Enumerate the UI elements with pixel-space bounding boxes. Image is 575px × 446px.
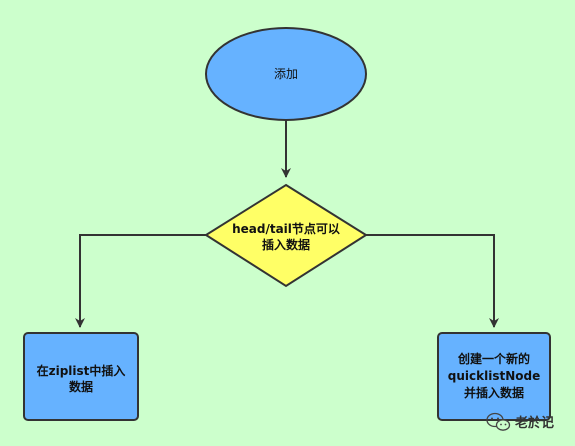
left-node-label-line2: 数据 xyxy=(69,379,93,394)
left-node-label-line1: 在ziplist中插入 xyxy=(37,363,126,378)
decision-node-label-line1: head/tail节点可以 xyxy=(232,221,340,236)
right-node-label-line1: 创建一个新的 xyxy=(457,351,530,366)
decision-node-label-line2: 插入数据 xyxy=(262,237,310,252)
watermark-text: 老於记 xyxy=(514,415,554,431)
start-node-label: 添加 xyxy=(274,67,298,81)
right-node: 创建一个新的 quicklistNode 并插入数据 xyxy=(437,332,551,421)
watermark: 老於记 xyxy=(486,412,554,431)
right-node-label-line2: quicklistNode xyxy=(448,369,540,383)
wechat-icon xyxy=(486,412,511,431)
right-node-label-line3: 并插入数据 xyxy=(464,385,524,400)
decision-node: head/tail节点可以 插入数据 xyxy=(204,183,368,288)
start-node: 添加 xyxy=(205,27,367,121)
connector-decision-to-right xyxy=(366,234,499,328)
left-node: 在ziplist中插入 数据 xyxy=(23,332,139,421)
connector-decision-to-left xyxy=(75,234,206,328)
